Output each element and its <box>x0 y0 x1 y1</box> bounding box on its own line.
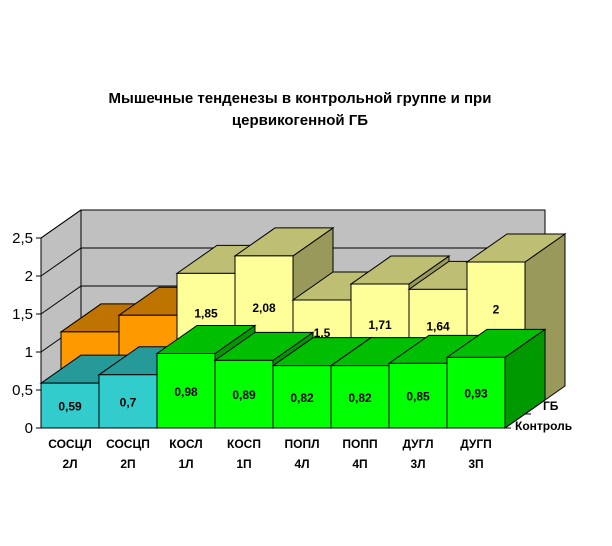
gridline <box>40 247 545 277</box>
x-tick-label-line-2: 3Л <box>410 457 425 471</box>
x-tick-label-line-1: ДУГП <box>460 437 492 451</box>
chart-title-line-2: цервикогенной ГБ <box>231 112 369 129</box>
series-label-gb: ГБ <box>543 399 559 413</box>
x-tick-label-line-1: СОСЦЛ <box>48 437 92 451</box>
data-label-control-2: 0,98 <box>174 385 198 399</box>
data-label-gb-4: 1,5 <box>314 326 331 340</box>
x-tick-label-line-2: 1Л <box>178 457 193 471</box>
y-tick-label: 2,5 <box>12 230 33 247</box>
bar-control-7-front <box>446 356 506 429</box>
x-tick-label-line-1: СОСЦП <box>106 437 150 451</box>
data-label-control-5: 0,82 <box>348 391 372 405</box>
data-label-control-4: 0,82 <box>290 391 314 405</box>
y-tick-label: 0 <box>25 420 33 437</box>
data-label-control-0: 0,59 <box>58 400 82 414</box>
x-tick-label-line-2: 2Л <box>62 457 77 471</box>
data-label-gb-5: 1,71 <box>368 318 392 332</box>
x-tick-label-line-1: КОСЛ <box>169 437 202 451</box>
x-tick-label-line-1: ПОПП <box>342 437 377 451</box>
bar-control-3-front <box>214 359 274 429</box>
data-label-control-7: 0,93 <box>464 387 488 401</box>
data-label-gb-3: 2,08 <box>252 301 276 315</box>
data-label-control-6: 0,85 <box>406 390 430 404</box>
x-tick-label-line-2: 3П <box>468 457 483 471</box>
x-tick-label-line-2: 4П <box>352 457 367 471</box>
y-tick-label: 0,5 <box>12 382 33 399</box>
data-label-control-1: 0,7 <box>120 395 137 409</box>
y-tick-label: 1,5 <box>12 306 33 323</box>
x-tick-label-line-2: 4Л <box>294 457 309 471</box>
chart-title-line-1: Мышечные тенденезы в контрольной группе … <box>108 90 492 107</box>
y-tick-label: 2 <box>25 268 33 285</box>
data-label-gb-2: 1,85 <box>194 306 218 320</box>
bar-control-2-front <box>156 353 216 429</box>
x-tick-label-line-2: 2П <box>120 457 135 471</box>
series-label-control: Контроль <box>515 419 572 433</box>
x-tick-label-line-2: 1П <box>236 457 251 471</box>
data-label-control-3: 0,89 <box>232 388 256 402</box>
bar-control-7 <box>445 328 547 429</box>
gridline <box>40 209 545 239</box>
x-tick-label-line-1: КОСП <box>227 437 261 451</box>
chart-title: Мышечные тенденезы в контрольной группе … <box>60 88 540 132</box>
y-tick-label: 1 <box>25 344 33 361</box>
data-label-gb-7: 2 <box>493 303 500 317</box>
x-tick-label-line-1: ПОПЛ <box>284 437 319 451</box>
data-label-gb-6: 1,64 <box>426 319 450 333</box>
x-tick-label-line-1: ДУГЛ <box>402 437 433 451</box>
